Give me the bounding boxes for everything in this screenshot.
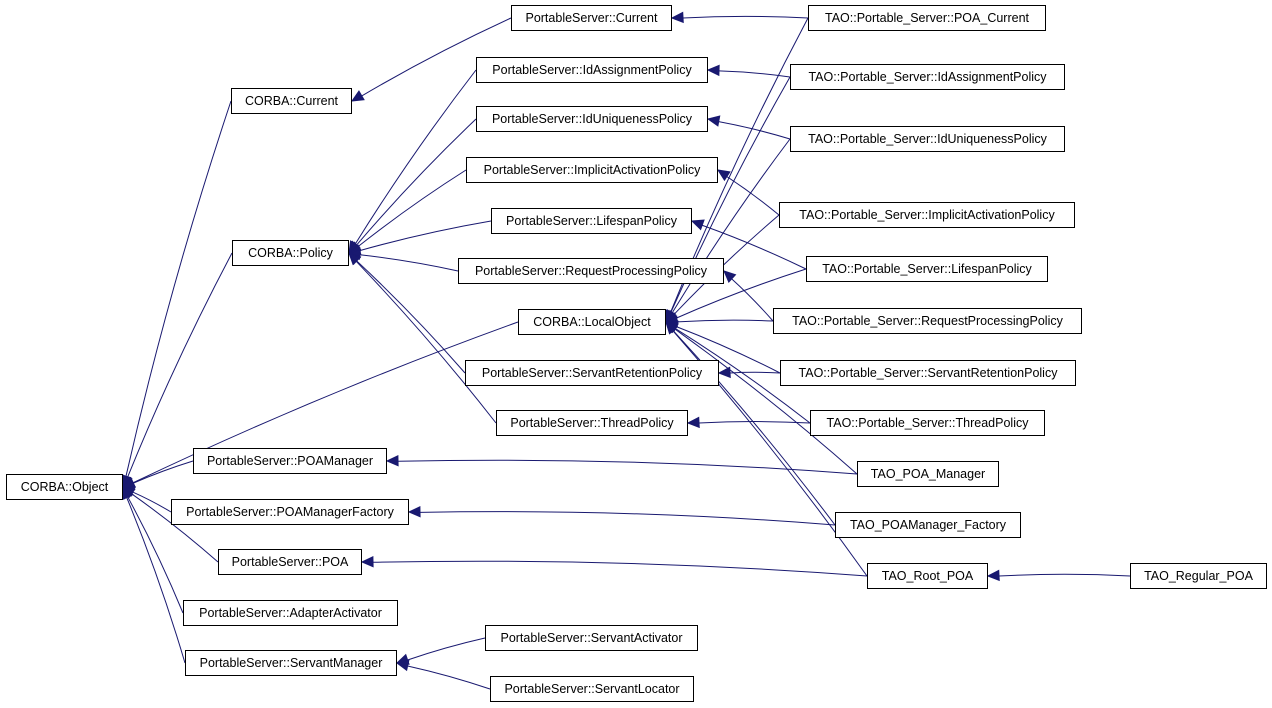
node-tao-poamanager-factory[interactable]: TAO_POAManager_Factory	[835, 512, 1021, 538]
edge-ps_iduniq-to-corba_policy	[356, 118, 477, 246]
node-tao-implicitactivationpolicy[interactable]: TAO::Portable_Server::ImplicitActivation…	[779, 202, 1075, 228]
node-tao-servantretentionpolicy[interactable]: TAO::Portable_Server::ServantRetentionPo…	[780, 360, 1076, 386]
edge-tao_request-to-ps_request	[731, 278, 774, 322]
arrowhead-tao_poa_manager-to-ps_poamanager	[385, 454, 399, 467]
edge-ps_poamanager-to-corba_object	[133, 460, 194, 484]
node-tao-root-poa[interactable]: TAO_Root_POA	[867, 563, 988, 589]
edge-corba_policy-to-corba_object	[127, 252, 233, 478]
arrowhead-tao_request-to-ps_request	[723, 270, 737, 284]
edge-ps_adapteractivator-to-corba_object	[127, 496, 184, 614]
edge-tao_thread-to-ps_thread	[698, 421, 811, 424]
node-corba-localobject[interactable]: CORBA::LocalObject	[518, 309, 666, 335]
arrowhead-ps_thread-to-corba_policy	[348, 252, 362, 266]
node-tao-threadpolicy[interactable]: TAO::Portable_Server::ThreadPolicy	[810, 410, 1045, 436]
arrowhead-tao_poamanager_factory-to-ps_poamanagerfactory	[407, 506, 421, 518]
edge-tao_iduniq-to-ps_iduniq	[718, 121, 791, 140]
edge-tao_idassign-to-ps_idassign	[718, 70, 791, 78]
node-tao-iduniquenesspolicy[interactable]: TAO::Portable_Server::IdUniquenessPolicy	[790, 126, 1065, 152]
arrowhead-ps_servantlocator-to-ps_servantmanager	[395, 659, 410, 672]
edge-ps_idassign-to-corba_policy	[354, 69, 477, 245]
edge-tao_lifespan-to-ps_lifespan	[701, 224, 807, 270]
edge-tao_implicit-to-corba_localobject	[673, 214, 780, 315]
arrowhead-tao_thread-to-ps_thread	[686, 416, 700, 429]
node-portableserver-lifespanpolicy[interactable]: PortableServer::LifespanPolicy	[491, 208, 692, 234]
arrowhead-tao_implicit-to-ps_implicit	[716, 169, 731, 182]
node-portableserver-poamanager[interactable]: PortableServer::POAManager	[193, 448, 387, 474]
edge-corba_current-to-corba_object	[125, 100, 232, 477]
node-portableserver-idassignmentpolicy[interactable]: PortableServer::IdAssignmentPolicy	[476, 57, 708, 83]
edge-ps_implicit-to-corba_policy	[357, 169, 467, 248]
edge-ps_servantlocator-to-ps_servantmanager	[407, 665, 491, 690]
edge-tao_lifespan-to-corba_localobject	[676, 268, 807, 319]
edge-tao_poamanager_factory-to-ps_poamanagerfactory	[419, 511, 836, 526]
edge-tao_request-to-corba_localobject	[676, 319, 774, 323]
node-portableserver-servantmanager[interactable]: PortableServer::ServantManager	[185, 650, 397, 676]
arrowhead-tao_regular_poa-to-tao_root_poa	[986, 569, 1000, 582]
node-tao-poa-manager[interactable]: TAO_POA_Manager	[857, 461, 999, 487]
arrowhead-tao_root_poa-to-corba_localobject	[665, 321, 678, 335]
edge-corba_localobject-to-corba_object	[132, 321, 519, 484]
node-portableserver-threadpolicy[interactable]: PortableServer::ThreadPolicy	[496, 410, 688, 436]
edge-ps_current-to-corba_current	[361, 17, 512, 97]
node-portableserver-servantlocator[interactable]: PortableServer::ServantLocator	[490, 676, 694, 702]
edge-tao_poa_manager-to-ps_poamanager	[397, 459, 858, 475]
edge-tao_servantret-to-ps_servantret	[729, 371, 781, 374]
edge-tao_servantret-to-corba_localobject	[675, 326, 781, 374]
node-tao-poa-current[interactable]: TAO::Portable_Server::POA_Current	[808, 5, 1046, 31]
node-portableserver-current[interactable]: PortableServer::Current	[511, 5, 672, 31]
node-corba-current[interactable]: CORBA::Current	[231, 88, 352, 114]
edge-tao_thread-to-corba_localobject	[674, 327, 811, 424]
node-portableserver-servantactivator[interactable]: PortableServer::ServantActivator	[485, 625, 698, 651]
edge-ps_poamanagerfactory-to-corba_object	[132, 491, 172, 513]
node-tao-regular-poa[interactable]: TAO_Regular_POA	[1130, 563, 1267, 589]
node-corba-policy[interactable]: CORBA::Policy	[232, 240, 349, 266]
node-portableserver-implicitactivationpolicy[interactable]: PortableServer::ImplicitActivationPolicy	[466, 157, 718, 183]
arrowhead-tao_idassign-to-ps_idassign	[706, 64, 720, 77]
node-tao-lifespanpolicy[interactable]: TAO::Portable_Server::LifespanPolicy	[806, 256, 1048, 282]
arrowhead-tao_root_poa-to-ps_poa	[360, 555, 374, 568]
node-portableserver-adapteractivator[interactable]: PortableServer::AdapterActivator	[183, 600, 398, 626]
edge-tao_poa_manager-to-corba_localobject	[674, 328, 858, 475]
node-portableserver-poa[interactable]: PortableServer::POA	[218, 549, 362, 575]
arrowhead-tao_servantret-to-ps_servantret	[717, 366, 731, 379]
node-tao-idassignmentpolicy[interactable]: TAO::Portable_Server::IdAssignmentPolicy	[790, 64, 1065, 90]
edge-tao_iduniq-to-corba_localobject	[671, 138, 791, 314]
node-corba-object[interactable]: CORBA::Object	[6, 474, 123, 500]
edge-tao_implicit-to-ps_implicit	[726, 176, 780, 216]
node-portableserver-requestprocessingpolicy[interactable]: PortableServer::RequestProcessingPolicy	[458, 258, 724, 284]
edge-tao_root_poa-to-ps_poa	[372, 560, 868, 577]
arrowhead-tao_poa_current-to-ps_current	[670, 11, 684, 24]
node-portableserver-servantretentionpolicy[interactable]: PortableServer::ServantRetentionPolicy	[465, 360, 719, 386]
node-tao-requestprocessingpolicy[interactable]: TAO::Portable_Server::RequestProcessingP…	[773, 308, 1082, 334]
arrowhead-ps_current-to-corba_current	[350, 90, 365, 102]
edge-ps_request-to-corba_policy	[359, 254, 459, 272]
node-portableserver-poamanagerfactory[interactable]: PortableServer::POAManagerFactory	[171, 499, 409, 525]
edge-tao_poa_current-to-ps_current	[682, 15, 809, 19]
edge-ps_servantret-to-corba_policy	[356, 260, 466, 374]
edge-ps_poa-to-corba_object	[131, 493, 219, 563]
edge-tao_poamanager_factory-to-corba_localobject	[672, 330, 836, 526]
node-portableserver-iduniquenesspolicy[interactable]: PortableServer::IdUniquenessPolicy	[476, 106, 708, 132]
edge-tao_regular_poa-to-tao_root_poa	[998, 573, 1131, 577]
edge-ps_thread-to-corba_policy	[355, 260, 497, 424]
edge-ps_servantmanager-to-corba_object	[126, 497, 186, 664]
arrowhead-tao_lifespan-to-ps_lifespan	[690, 219, 705, 231]
arrowhead-tao_iduniq-to-ps_iduniq	[706, 115, 721, 127]
edge-ps_servantactivator-to-ps_servantmanager	[407, 637, 486, 661]
edge-ps_lifespan-to-corba_policy	[359, 220, 492, 252]
